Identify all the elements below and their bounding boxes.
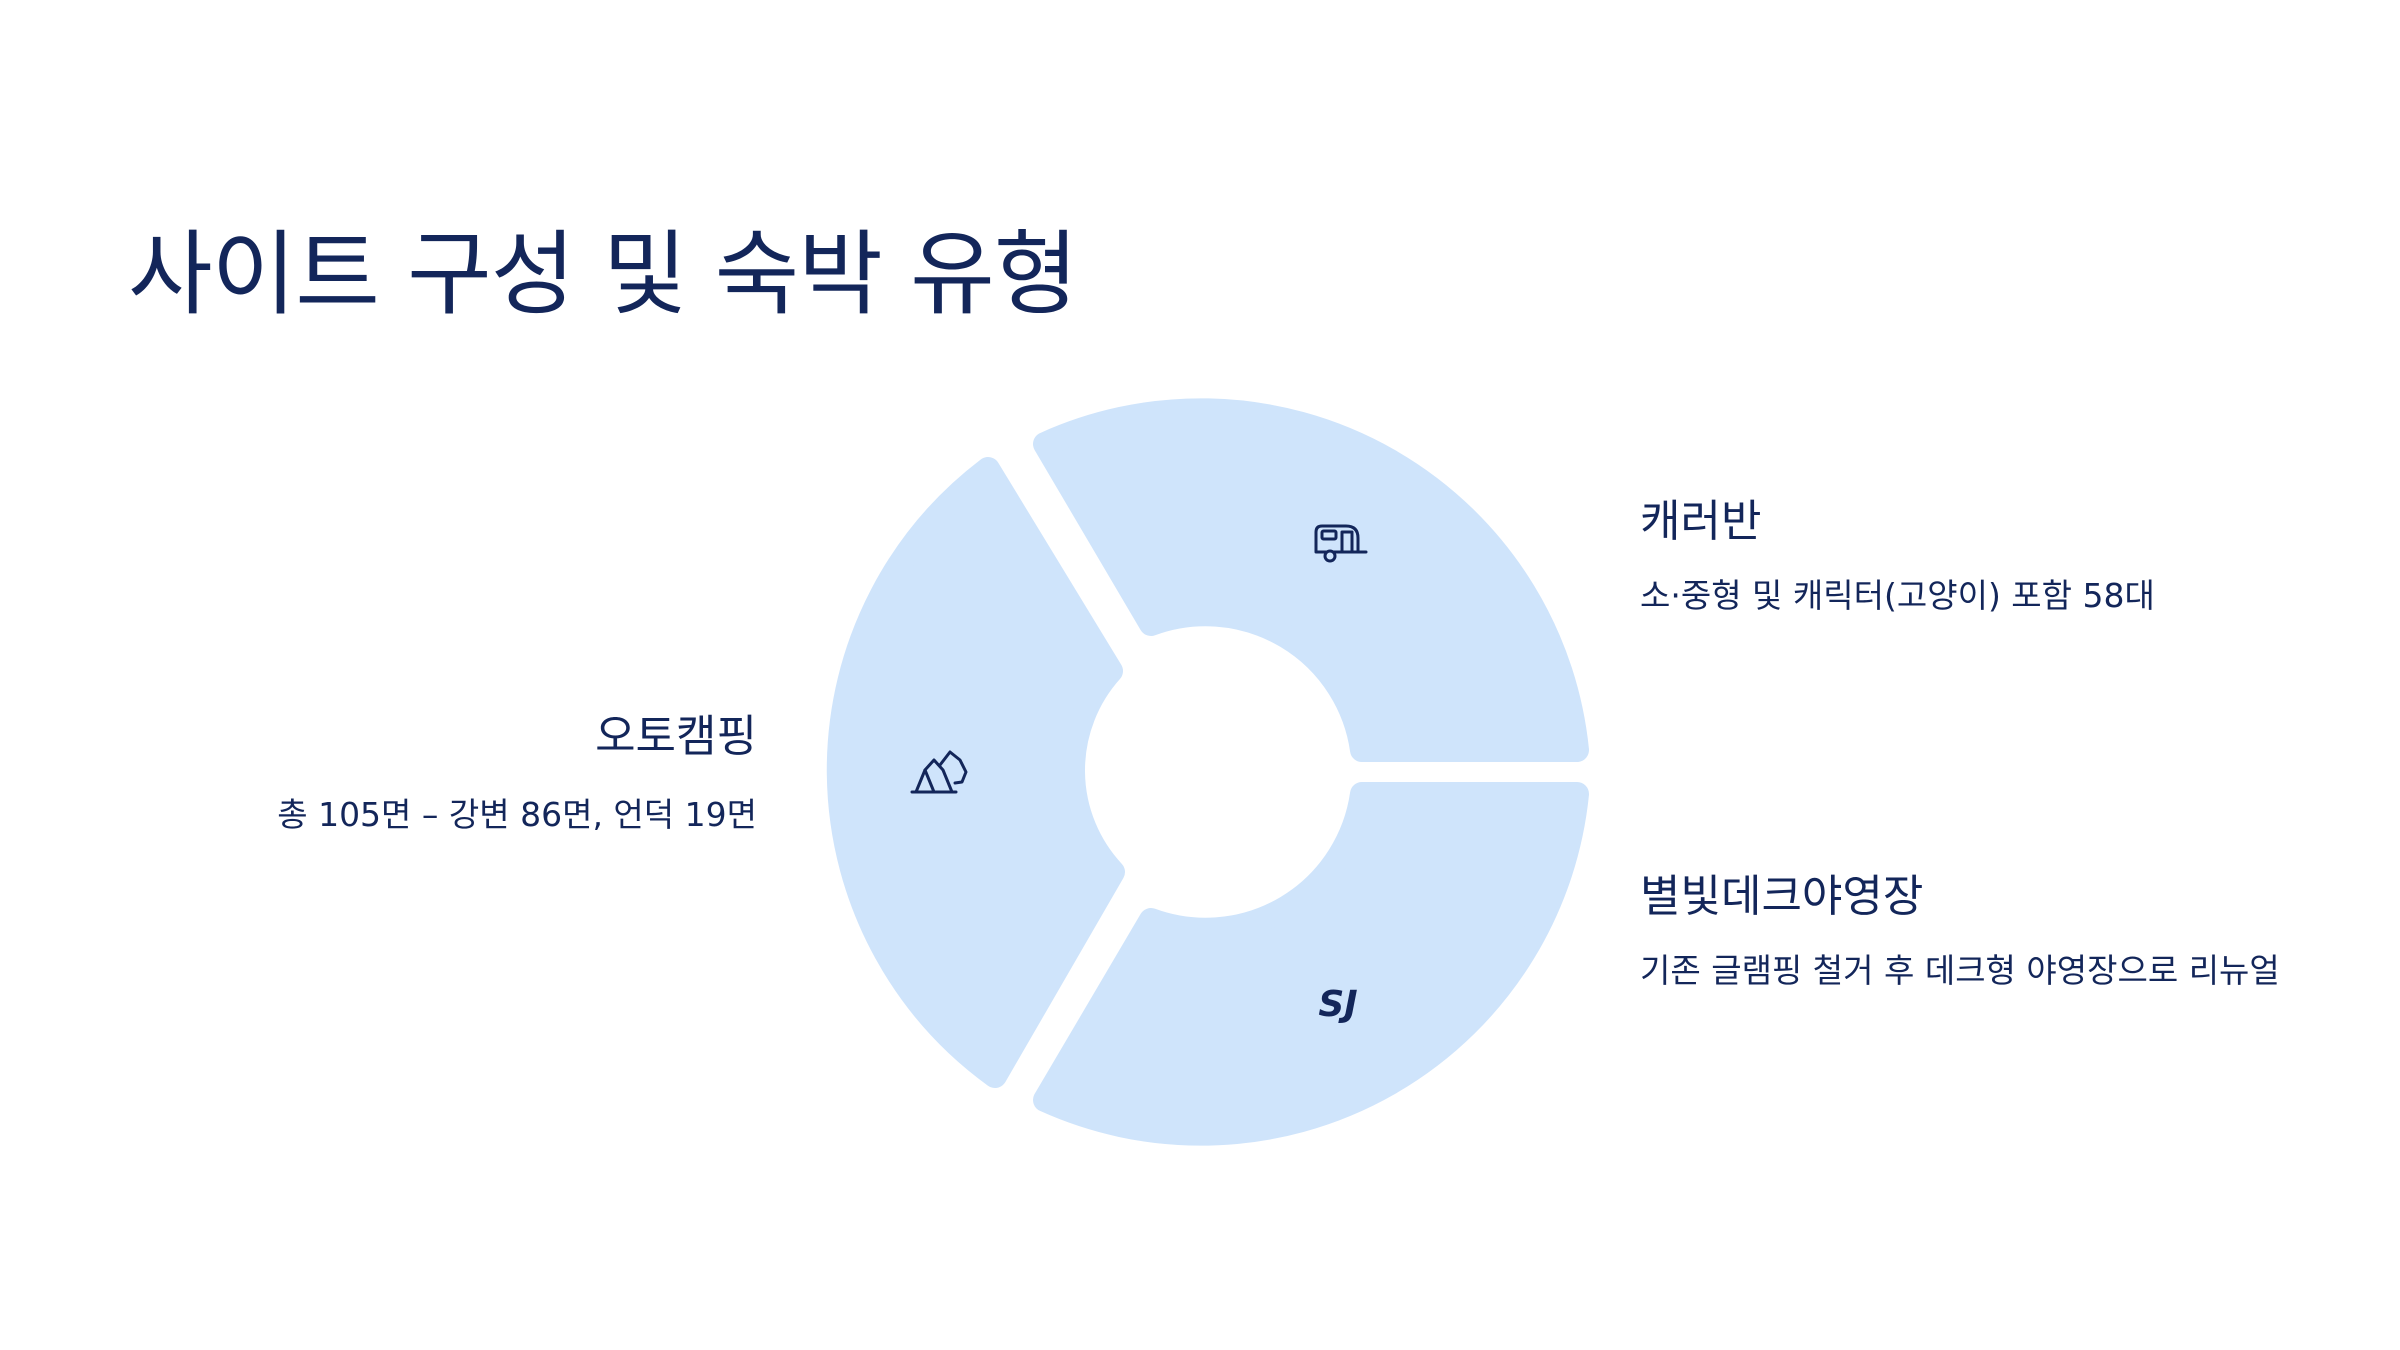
caravan-title: 캐러반 — [1640, 496, 1762, 547]
deck-logo-text: SJ — [1318, 984, 1357, 1025]
tent-icon — [910, 750, 968, 794]
segment-caravan — [1033, 398, 1589, 762]
caravan-icon — [1314, 524, 1368, 563]
segment-autocamp — [826, 457, 1125, 1088]
deck-logo-icon: SJ — [1318, 984, 1357, 1025]
autocamp-title: 오토캠핑 — [595, 711, 757, 762]
deck-title: 별빛데크야영장 — [1640, 871, 1924, 922]
autocamp-description: 총 105면 – 강변 86면, 언덕 19면 — [277, 795, 757, 834]
deck-description: 기존 글램핑 철거 후 데크형 야영장으로 리뉴얼 — [1640, 951, 2280, 990]
segment-deck — [1033, 782, 1589, 1146]
caravan-description: 소·중형 및 캐릭터(고양이) 포함 58대 — [1640, 576, 2155, 615]
page-title: 사이트 구성 및 숙박 유형 — [128, 221, 1078, 328]
label-deck: 별빛데크야영장 기존 글램핑 철거 후 데크형 야영장으로 리뉴얼 — [1640, 860, 2300, 1000]
label-caravan: 캐러반 소·중형 및 캐릭터(고양이) 포함 58대 — [1640, 485, 2280, 625]
label-autocamp: 오토캠핑 총 105면 – 강변 86면, 언덕 19면 — [197, 700, 757, 844]
